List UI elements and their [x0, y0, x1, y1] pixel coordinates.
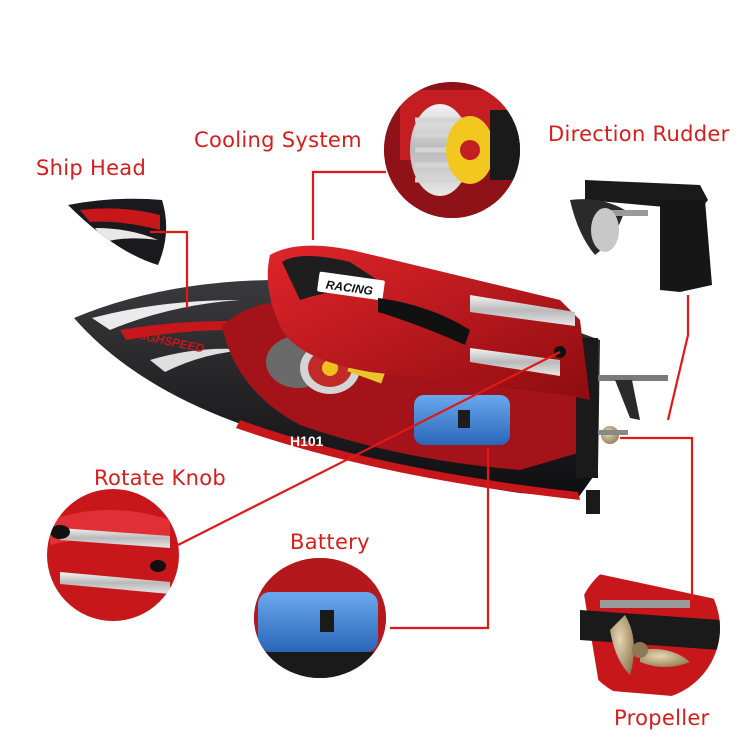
rotate-knob-detail — [47, 489, 179, 621]
canopy-cover: RACING — [267, 245, 590, 400]
label-propeller: Propeller — [614, 706, 710, 730]
battery-detail — [254, 558, 386, 678]
propeller-detail — [576, 556, 720, 700]
boat-battery — [414, 395, 510, 445]
cooling-system-detail — [384, 82, 520, 218]
label-direction-rudder: Direction Rudder — [548, 122, 730, 146]
label-battery: Battery — [290, 530, 370, 554]
canopy-text: RACING — [325, 278, 374, 298]
ship-head-detail — [68, 198, 167, 265]
model-number: H101 — [290, 433, 324, 449]
direction-rudder-detail — [570, 180, 712, 292]
label-ship-head: Ship Head — [36, 156, 147, 180]
boat-rudder-prop — [586, 375, 668, 514]
label-cooling-system: Cooling System — [194, 128, 362, 152]
leader-lines — [150, 170, 694, 630]
label-rotate-knob: Rotate Knob — [94, 466, 226, 490]
